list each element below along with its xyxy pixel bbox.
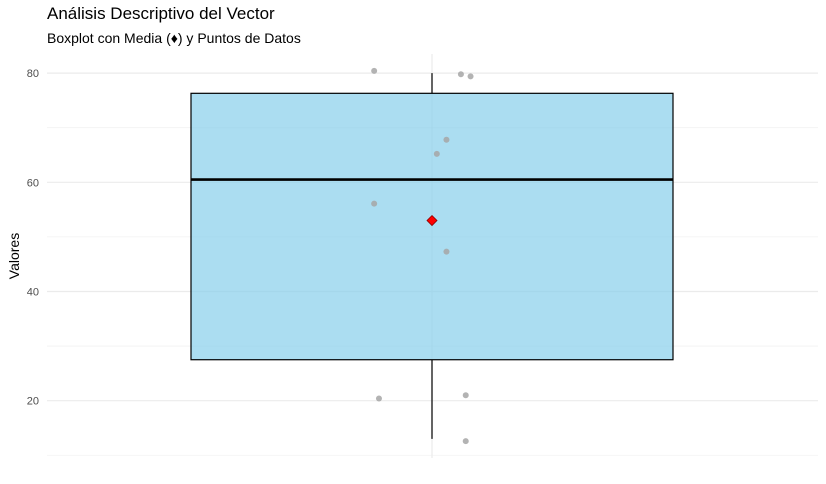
data-point	[443, 248, 450, 255]
y-axis-ticks: 20 40 60 80	[27, 68, 39, 408]
y-tick-label: 60	[27, 177, 39, 189]
data-point	[371, 67, 378, 74]
data-point	[467, 73, 474, 80]
y-tick-label: 40	[27, 286, 39, 298]
mean-marker	[426, 214, 438, 227]
y-tick-label: 20	[27, 396, 39, 408]
data-point	[375, 395, 382, 402]
data-point	[462, 392, 469, 399]
box-iqr	[190, 92, 674, 361]
chart-title: Análisis Descriptivo del Vector	[47, 4, 275, 23]
data-point	[371, 200, 378, 207]
data-points	[371, 67, 474, 445]
data-point	[433, 150, 440, 157]
box-layer	[190, 73, 674, 439]
data-point	[443, 136, 450, 143]
chart-subtitle: Boxplot con Media (♦) y Puntos de Datos	[47, 30, 301, 46]
data-point	[457, 71, 464, 78]
y-tick-label: 80	[27, 68, 39, 80]
data-point	[462, 438, 469, 445]
